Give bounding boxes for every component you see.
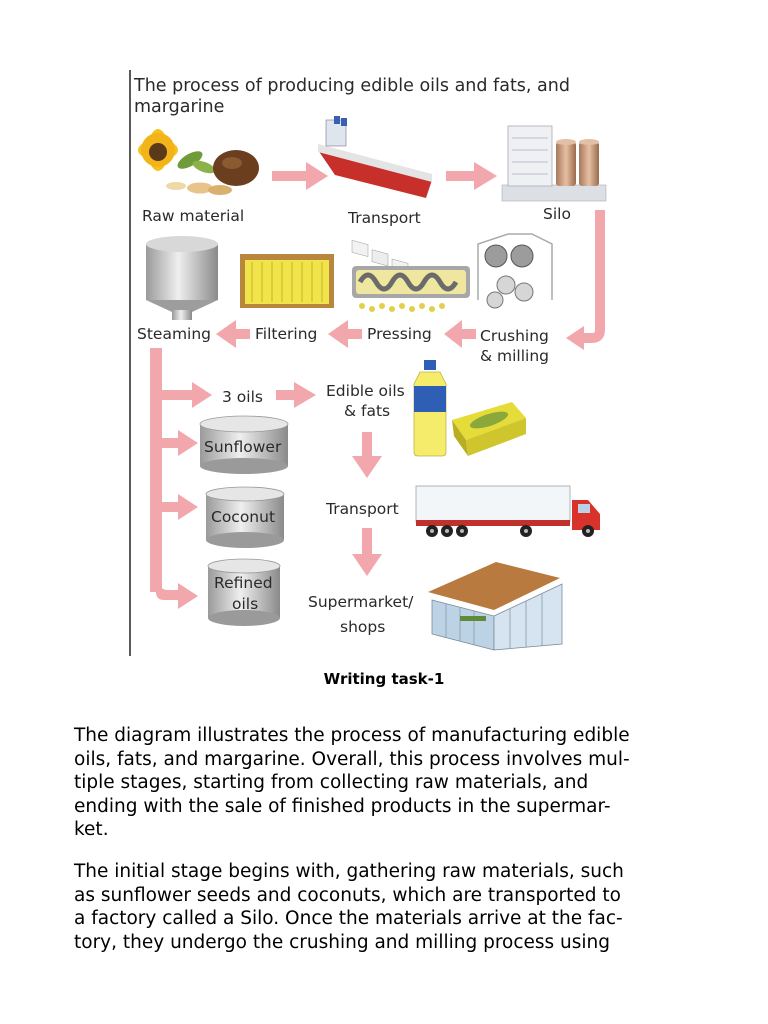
press-image (352, 266, 470, 312)
sunflower-label: Sunflower (204, 438, 282, 456)
arrow-pressing-to-filtering (328, 320, 362, 348)
silo-label: Silo (543, 205, 571, 223)
paragraph-1-line: ending with the sale of finished product… (74, 795, 611, 817)
filter-image (240, 254, 334, 308)
milling-label: & milling (480, 347, 549, 365)
sunflower-barrel (199, 415, 289, 474)
refined-oils-barrel (207, 558, 281, 626)
raw-material-label: Raw material (142, 207, 244, 225)
oil-bottle-image (413, 360, 447, 457)
three-oils-label: 3 oils (222, 388, 263, 406)
process-diagram: The process of producing edible oils and… (129, 70, 607, 656)
arrow-edible-down (352, 432, 382, 478)
edible-oils-label: Edible oils (326, 382, 405, 400)
filtering-label: Filtering (255, 325, 317, 343)
oils-label: oils (232, 595, 258, 613)
steaming-label: Steaming (137, 325, 211, 343)
paragraph-2-line: as sunflower seeds and coconuts, which a… (74, 884, 621, 906)
raw-material-image (138, 129, 259, 195)
steaming-tank-image (146, 236, 218, 320)
silo-image (501, 125, 607, 202)
arrow-filtering-to-steaming (216, 320, 250, 348)
coconut-label: Coconut (211, 508, 275, 526)
caption: Writing task-1 (323, 670, 445, 688)
paragraph-2-line: The initial stage begins with, gathering… (74, 861, 624, 882)
paragraph-1: The diagram illustrates the process of m… (74, 724, 714, 842)
diagram-title-line-2: margarine (134, 97, 224, 117)
arrow-2 (446, 162, 497, 190)
supermarket-image (428, 562, 563, 651)
margarine-tub-image (452, 402, 526, 456)
arrow-crushing-to-pressing (444, 320, 476, 348)
truck-image (415, 485, 600, 537)
paragraph-2-line: tory, they undergo the crushing and mill… (74, 931, 611, 953)
shops-label: shops (340, 618, 385, 636)
crushing-image (477, 233, 553, 309)
refined-label: Refined (214, 574, 273, 592)
arrow-1 (272, 162, 328, 190)
arrow-oils-to-edible (276, 382, 316, 408)
paragraph-1-line: oils, fats, and margarine. Overall, this… (74, 748, 630, 770)
diagram-title-line-1: The process of producing edible oils and… (133, 76, 570, 96)
paragraph-1-line: ket. (74, 819, 109, 840)
ship-image (318, 116, 432, 276)
transport-label-1: Transport (347, 209, 421, 227)
paragraph-1-line: The diagram illustrates the process of m… (74, 725, 630, 746)
and-fats-label: & fats (344, 402, 390, 420)
paragraph-1-line: tiple stages, starting from collecting r… (74, 772, 589, 793)
crushing-label: Crushing (480, 327, 549, 345)
coconut-barrel (205, 486, 285, 548)
paragraph-2: The initial stage begins with, gathering… (74, 860, 714, 954)
transport-label-2: Transport (325, 500, 399, 518)
branch-arrows (150, 348, 212, 609)
arrow-transport-down (352, 528, 382, 576)
supermarket-label: Supermarket/ (308, 593, 414, 611)
paragraph-2-line: a factory called a Silo. Once the materi… (74, 908, 623, 929)
arrow-silo-to-crushing (580, 210, 605, 343)
pressing-label: Pressing (367, 325, 432, 343)
